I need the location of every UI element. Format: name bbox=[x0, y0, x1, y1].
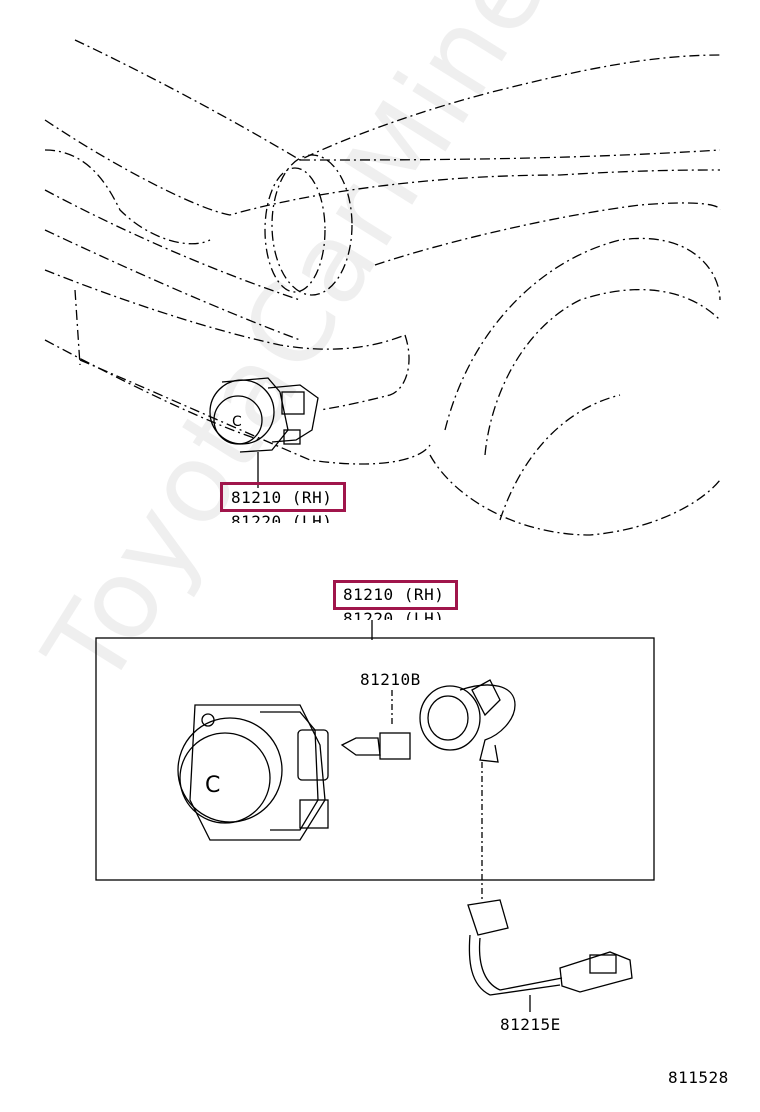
svg-text:C: C bbox=[232, 414, 242, 430]
svg-text:C: C bbox=[205, 773, 220, 798]
wire-harness-81215e bbox=[467, 899, 633, 1012]
bulb-socket bbox=[419, 679, 516, 763]
highlight-box-middle bbox=[333, 580, 458, 610]
fog-lamp-on-vehicle: C bbox=[209, 377, 319, 453]
bulb-81210b bbox=[340, 690, 411, 760]
diagram-id: 811528 bbox=[668, 1068, 729, 1087]
label-top-rh[interactable]: 81210 (RH) bbox=[231, 488, 333, 507]
label-mid-rh[interactable]: 81210 (RH) bbox=[343, 585, 445, 604]
label-top-lh: 81220 (LH) bbox=[231, 514, 332, 523]
label-harness[interactable]: 81215E bbox=[500, 1015, 561, 1034]
label-bulb[interactable]: 81210B bbox=[360, 670, 421, 689]
label-mid-lh: 81220 (LH) bbox=[343, 611, 444, 620]
fog-lamp-assembly: C bbox=[177, 704, 329, 841]
assembly-box bbox=[95, 637, 655, 881]
car-body-outline bbox=[44, 39, 721, 536]
highlight-box-top bbox=[220, 482, 346, 512]
